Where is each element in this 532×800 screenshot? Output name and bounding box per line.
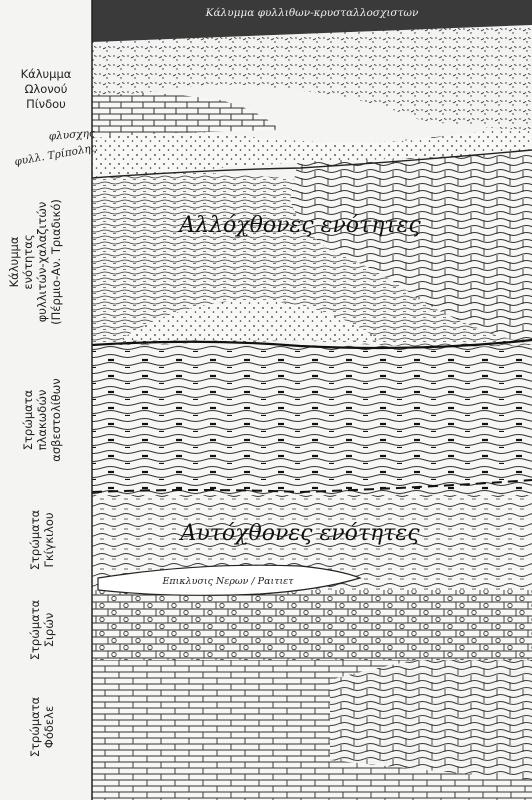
plakodes-line-2: πλακωδών: [35, 390, 49, 451]
gigkilou-line-1: Στρώματα: [28, 509, 42, 570]
pindos-line-2: Ωλονού: [25, 82, 68, 96]
pindos-line-3: Πίνδου: [26, 97, 66, 111]
lens-label: Επικλυσις Νερων / Ραιτιετ: [161, 576, 294, 587]
plakodes-line-3: ασβεστολίθων: [49, 378, 63, 461]
sirou-layer: [92, 590, 532, 660]
pindos-line-1: Κάλυμμα: [21, 67, 72, 81]
pindos-label: Κάλυμμα Ωλονού Πίνδου: [21, 67, 72, 111]
sirou-line-2: Σιρών: [42, 613, 56, 648]
gigkilou-line-2: Γκίγκιλου: [42, 512, 56, 567]
sirou-line-1: Στρώματα: [28, 599, 42, 660]
autochthonous-title: Αυτόχθονες ενότητες: [178, 521, 420, 546]
plakodes-label: Στρώματα πλακωδών ασβεστολίθων: [21, 378, 63, 461]
fodele-line-2: Φόδελε: [42, 706, 56, 748]
gigkilou-label: Στρώματα Γκίγκιλου: [28, 509, 56, 570]
top-unit-label: Κάλυμμα φυλλιθων-κρυσταλλοσχιστων: [205, 7, 419, 19]
allochthonous-title: Αλλόχθονες ενότητες: [177, 213, 421, 238]
plakodes-layer: [92, 345, 532, 495]
phyllites-line-3: φυλλιτών-χαλαζιτών: [35, 202, 49, 323]
phyllites-line-4: (Πέρμιο-Αν. Τριαδικό): [49, 199, 63, 325]
plakodes-line-1: Στρώματα: [21, 389, 35, 450]
phyllites-line-1: Κάλυμμα: [7, 236, 21, 287]
fodele-line-1: Στρώματα: [28, 696, 42, 757]
phyllites-line-2: ενότητας: [21, 234, 35, 289]
